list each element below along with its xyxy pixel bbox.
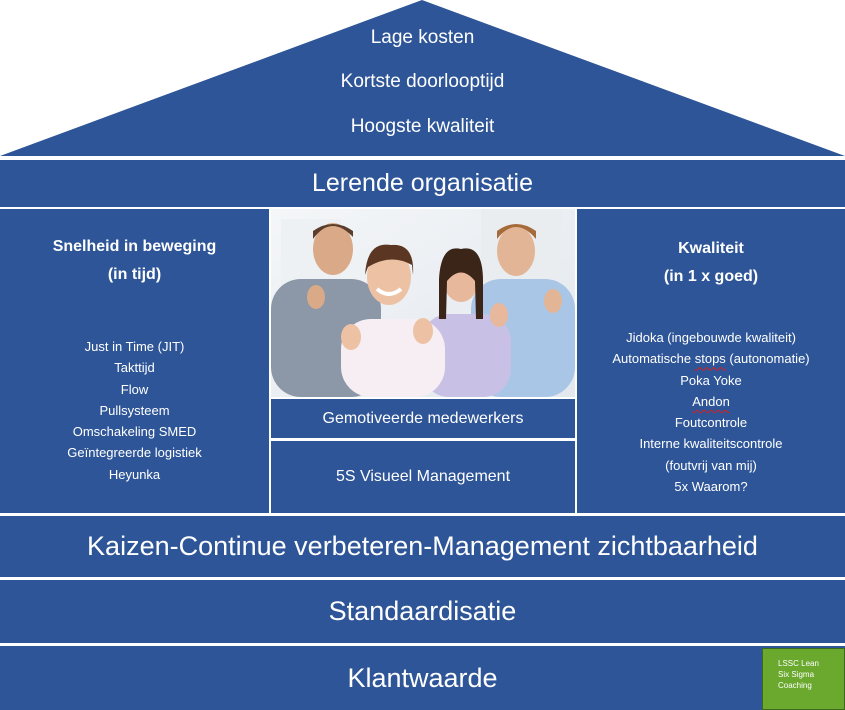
band-lerende-organisatie: Lerende organisatie — [0, 160, 845, 207]
pillar-snelheid-subtitle: (in tijd) — [107, 266, 162, 283]
band-lerende-label: Lerende organisatie — [312, 169, 533, 197]
list-item: (foutvrij van mij) — [665, 457, 757, 473]
pillar-snelheid: Snelheid in beweging (in tijd) Just in T… — [0, 209, 269, 513]
block-motivated-label: Gemotiveerde medewerkers — [322, 409, 524, 427]
band-klantwaarde: Klantwaarde — [0, 646, 845, 710]
list-item: Poka Yoke — [680, 372, 742, 388]
list-item: Omschakeling SMED — [72, 424, 197, 440]
band-standaardisatie-label: Standaardisatie — [328, 596, 517, 626]
band-klantwaarde-label: Klantwaarde — [347, 662, 498, 693]
list-item: Foutcontrole — [674, 415, 748, 431]
pillar-kwaliteit: Kwaliteit (in 1 x goed) Jidoka (ingebouw… — [577, 209, 845, 513]
band-kaizen-label: Kaizen-Continue verbeteren-Management zi… — [87, 531, 758, 561]
list-item: Heyunka — [108, 466, 161, 482]
pillar-snelheid-list: Just in Time (JIT) Takttijd Flow Pullsys… — [0, 336, 269, 485]
list-item: Andon — [577, 391, 845, 412]
band-standaardisatie: Standaardisatie — [0, 580, 845, 643]
list-item: Just in Time (JIT) — [84, 339, 185, 354]
list-item-text: Andon — [692, 393, 730, 409]
list-item: Jidoka (ingebouwde kwaliteit) — [626, 330, 796, 345]
team-photo — [271, 209, 575, 397]
list-item: 5x Waarom? — [674, 479, 748, 495]
list-item: Pullsysteem — [99, 402, 170, 418]
team-thumbs-up-illustration — [271, 209, 575, 397]
block-5s: 5S Visueel Management — [271, 441, 575, 513]
list-item: Flow — [120, 381, 149, 397]
pillar-kwaliteit-title: Kwaliteit — [678, 240, 744, 257]
pillar-snelheid-title: Snelheid in beweging — [52, 238, 217, 255]
list-item-text: Automatische stops (autonomatie) — [612, 351, 810, 367]
list-item: Interne kwaliteitscontrole — [639, 436, 783, 452]
lssc-logo: LSSC Lean Six Sigma Coaching — [762, 648, 845, 710]
pillar-kwaliteit-list: Jidoka (ingebouwde kwaliteit) Automatisc… — [577, 327, 845, 497]
logo-line: Six Sigma — [778, 670, 815, 679]
roof-goal-quality: Hoogste kwaliteit — [350, 116, 495, 137]
block-gemotiveerde-medewerkers: Gemotiveerde medewerkers — [271, 399, 575, 438]
roof-goal-low-cost: Lage kosten — [370, 27, 475, 48]
roof-triangle — [0, 0, 845, 156]
block-5s-label: 5S Visueel Management — [335, 468, 511, 485]
list-item: Automatische stops (autonomatie) — [577, 348, 845, 369]
logo-line: Coaching — [778, 681, 812, 690]
list-item: Geïntegreerde logistiek — [67, 445, 202, 461]
list-item: Takttijd — [114, 360, 155, 376]
band-kaizen: Kaizen-Continue verbeteren-Management zi… — [0, 516, 845, 577]
roof-goal-lead-time: Kortste doorlooptijd — [340, 71, 505, 92]
logo-line: LSSC Lean — [778, 659, 819, 668]
pillar-kwaliteit-subtitle: (in 1 x goed) — [663, 268, 759, 285]
